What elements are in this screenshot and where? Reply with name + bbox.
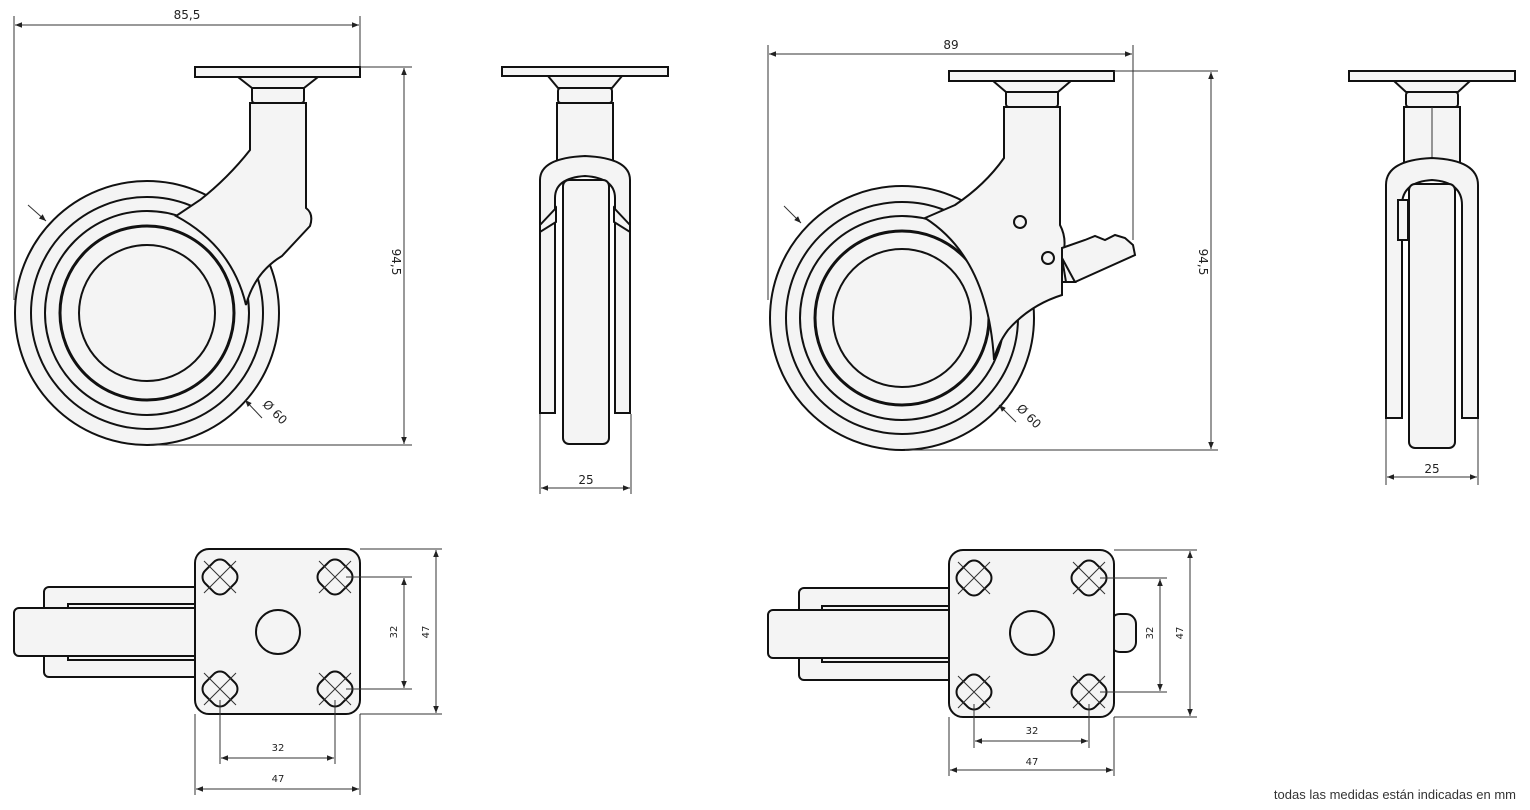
fixed-caster-side-view	[14, 66, 361, 446]
brake-mounting-plate	[948, 70, 1115, 82]
brake-top-mounting-holes	[955, 559, 1108, 711]
top-wheel	[13, 607, 205, 657]
wheel-hub-cap	[78, 244, 216, 382]
mounting-plate-cap	[235, 76, 321, 89]
plate-holes-v-brake: 32	[1145, 627, 1156, 640]
front-plate-cap	[545, 75, 625, 89]
dimension-wheel-width-fixed: 25	[578, 473, 593, 487]
brake-front-neck	[1405, 91, 1459, 108]
brake-pivot-pin-lower	[1041, 251, 1055, 265]
brake-caster-front-view	[1348, 70, 1516, 449]
brake-pivot-pin-upper	[1013, 215, 1027, 229]
fork-arm	[174, 102, 313, 306]
brake-front-shoe	[1397, 199, 1409, 241]
fixed-caster-front-view	[501, 66, 669, 445]
plate-size-h-fixed: 47	[272, 774, 285, 785]
plate-size-v-fixed: 47	[421, 626, 432, 639]
top-mounting-holes	[201, 558, 354, 708]
front-fork-shoulder-left	[539, 205, 557, 234]
plate-size-v-brake: 47	[1175, 627, 1186, 640]
top-center-hole	[255, 609, 301, 655]
brake-wheel-hub-cap	[832, 248, 972, 388]
dimension-height-fixed: 94,5	[389, 249, 403, 276]
plate-size-h-brake: 47	[1026, 757, 1039, 768]
plate-dimension-annotations: 32 47 32 47 32 47 32 47	[194, 548, 1197, 795]
brake-caster-side-view	[769, 70, 1137, 451]
brake-top-wheel	[767, 609, 959, 659]
front-stem	[556, 102, 614, 164]
brake-pedal-joint	[1061, 257, 1077, 283]
dimension-width-brake: 89	[943, 38, 958, 52]
plate-holes-h-brake: 32	[1026, 726, 1039, 737]
units-footnote: todas las medidas están indicadas en mm	[1273, 787, 1516, 802]
brake-top-center-hole	[1009, 610, 1055, 656]
front-fork-shoulder-right	[613, 205, 631, 234]
brake-front-wheel	[1408, 183, 1456, 449]
front-plate	[501, 66, 669, 77]
dimension-height-brake: 94,5	[1196, 249, 1210, 276]
plate-holes-h-fixed: 32	[272, 743, 285, 754]
brake-pedal	[1061, 233, 1137, 283]
fixed-caster-top-view	[13, 548, 361, 715]
plate-holes-v-fixed: 32	[389, 626, 400, 639]
dimension-wheel-width-brake: 25	[1424, 462, 1439, 476]
brake-caster-top-view	[767, 549, 1137, 718]
dimension-width-fixed: 85,5	[174, 8, 201, 22]
front-neck	[557, 87, 613, 104]
dimension-diameter-fixed: Ø 60	[260, 397, 290, 427]
brake-front-plate	[1348, 70, 1516, 82]
front-wheel	[562, 179, 610, 445]
mounting-plate	[194, 66, 361, 78]
dimension-diameter-brake: Ø 60	[1014, 401, 1044, 431]
brake-front-plate-cap	[1391, 80, 1473, 93]
